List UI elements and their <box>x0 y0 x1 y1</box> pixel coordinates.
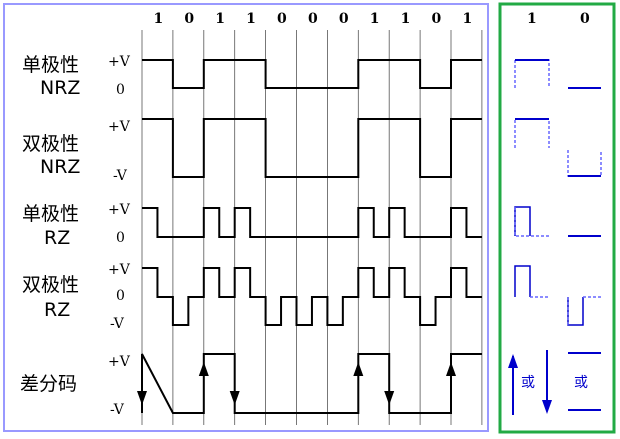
row-2-level-low: -V <box>113 168 128 184</box>
row-4-level-mid: 0 <box>116 288 125 304</box>
bit-label: 0 <box>277 11 287 27</box>
bit-label: 1 <box>370 11 380 27</box>
bit-grid <box>141 30 483 425</box>
legend-bipolar-nrz-zero <box>567 150 602 177</box>
legend-unipolar-nrz-one <box>514 59 550 88</box>
legend-differential-zero <box>568 352 601 411</box>
bit-label: 0 <box>432 11 442 27</box>
waveforms <box>137 59 482 414</box>
row-4-level-low: -V <box>110 316 125 332</box>
differential-wave <box>141 353 482 414</box>
legend-bipolar-rz-zero <box>567 296 601 326</box>
legend-unipolar-rz-one <box>514 206 549 237</box>
right-frame <box>498 2 616 434</box>
row-3-sub: RZ <box>44 227 70 249</box>
bit-label: 1 <box>153 11 163 27</box>
bipolar-rz-wave <box>142 267 482 326</box>
bit-label: 0 <box>308 11 318 27</box>
legend-header-one: 1 <box>527 11 537 27</box>
unipolar-nrz-wave <box>142 59 482 89</box>
legend-or-one: 或 <box>521 375 535 391</box>
legend-differential-one <box>508 350 552 415</box>
bit-label: 1 <box>462 11 472 27</box>
unipolar-rz-wave <box>142 207 482 238</box>
legend-bipolar-rz-one <box>514 265 549 298</box>
legend-header-zero: 0 <box>580 11 590 27</box>
row-1-sub: NRZ <box>40 77 80 99</box>
row-1-level-low: 0 <box>116 82 125 98</box>
bit-label: 0 <box>184 11 194 27</box>
row-4-level-high: +V <box>108 262 131 278</box>
bipolar-nrz-wave <box>142 118 482 178</box>
left-frame <box>3 3 489 432</box>
row-1-name: 单极性 <box>22 54 79 76</box>
legend-or-zero: 或 <box>574 375 588 391</box>
row-2-level-high: +V <box>108 119 131 135</box>
row-1-level-high: +V <box>108 54 131 70</box>
bit-labels: 1 0 1 1 0 0 0 1 1 0 1 <box>153 11 472 27</box>
legend-bipolar-nrz-one <box>514 118 550 148</box>
row-2-sub: NRZ <box>40 156 80 178</box>
row-5-level-high: +V <box>108 354 131 370</box>
bit-label: 0 <box>339 11 349 27</box>
row-3-name: 单极性 <box>22 203 79 225</box>
row-3-level-high: +V <box>108 202 131 218</box>
row-5-name: 差分码 <box>20 373 77 395</box>
row-5-level-low: -V <box>110 402 125 418</box>
bit-label: 1 <box>401 11 411 27</box>
row-3-level-low: 0 <box>116 230 125 246</box>
bit-label: 1 <box>215 11 225 27</box>
row-2-name: 双极性 <box>22 133 79 155</box>
bit-label: 1 <box>246 11 256 27</box>
row-4-sub: RZ <box>44 299 70 321</box>
row-4-name: 双极性 <box>22 274 79 296</box>
